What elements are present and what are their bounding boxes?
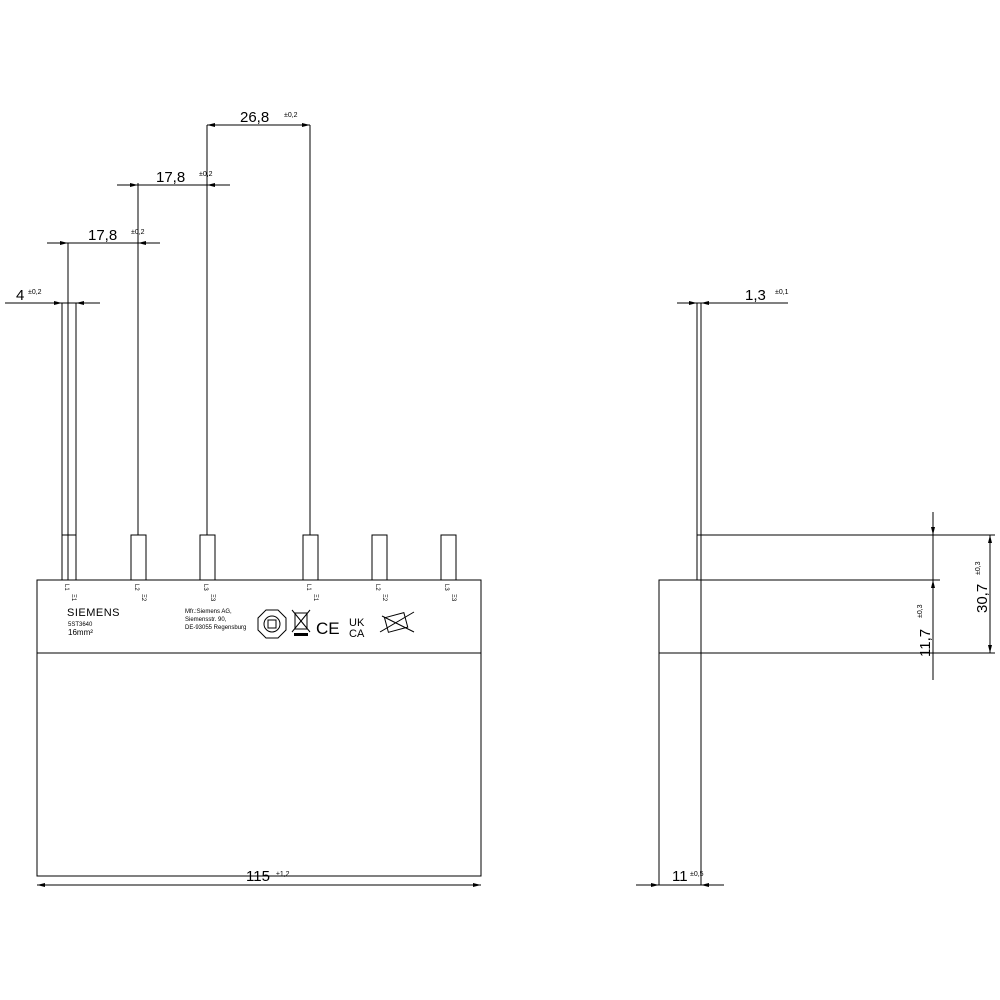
dim-pitch-2: 17,8 ±0,2 [117, 169, 230, 187]
dim-pin-thickness-value: 1,3 [745, 287, 766, 304]
dim-total-width: 115 ±1,2 [37, 868, 481, 887]
phase-code-2: Ξ2 [140, 594, 146, 602]
pin-5 [371, 534, 388, 581]
dim-pitch-1: 17,8 ±0,2 [47, 227, 160, 245]
dim-body-depth: 11 ±0,5 [636, 868, 724, 887]
phase-label-4: L1 [305, 584, 311, 591]
dim-body-depth-tol: ±0,5 [690, 871, 704, 878]
phase-label-3: L3 [202, 584, 208, 591]
manufacturer-line-3: DE-93055 Regensburg [185, 625, 246, 631]
dim-body-height-tol: ±0,3 [917, 604, 924, 618]
crossed-arrow-icon [379, 611, 415, 633]
phase-label-2: L2 [133, 584, 139, 591]
weee-crossed-bin-icon [291, 609, 311, 636]
dim-pin-width-tol: ±0,2 [28, 289, 42, 296]
phase-code-3: Ξ3 [209, 594, 215, 602]
side-view: 1,3 ±0,1 11,7 ±0,3 30,7 ±0,3 11 ±0,5 [636, 287, 995, 887]
pin-6 [440, 534, 457, 581]
dim-total-width-value: 115 [246, 868, 270, 885]
dim-pitch-3-tol: ±0,2 [284, 112, 298, 119]
dim-pitch-3: 26,8 ±0,2 [207, 109, 310, 127]
phase-markings: L1 Ξ1 L2 Ξ2 L3 Ξ3 L1 Ξ1 L2 Ξ2 L3 Ξ3 [63, 584, 456, 602]
dim-total-height-value: 30,7 [974, 584, 991, 613]
phase-code-6: Ξ3 [450, 594, 456, 602]
dim-total-width-tol: ±1,2 [276, 871, 290, 878]
dim-pin-thickness-tol: ±0,1 [775, 289, 789, 296]
dim-pitch-1-value: 17,8 [88, 227, 117, 244]
side-body [658, 579, 702, 654]
housing-body [36, 579, 482, 877]
dim-pitch-2-tol: ±0,2 [199, 171, 213, 178]
dim-pitch-3-value: 26,8 [240, 109, 269, 126]
pin-long-1 [61, 243, 77, 580]
article-number: 5ST3640 [68, 622, 93, 628]
dim-total-height: 30,7 ±0,3 [974, 535, 992, 653]
dim-body-height-value: 11,7 [917, 629, 934, 657]
phase-code-5: Ξ2 [381, 594, 387, 602]
ce-mark: CE [316, 619, 340, 638]
phase-code-1: Ξ1 [70, 594, 76, 602]
ukca-mark-top: UK [349, 617, 365, 629]
dim-pitch-1-tol: ±0,2 [131, 229, 145, 236]
ukca-mark-bottom: CA [349, 628, 365, 640]
brand-name: SIEMENS [67, 607, 120, 619]
dim-pin-thickness: 1,3 ±0,1 [677, 287, 789, 305]
manufacturer-line-2: Siemensstr. 90, [185, 617, 227, 623]
dim-pin-width: 4 ±0,2 [5, 287, 100, 305]
dim-body-height: 11,7 ±0,3 [917, 512, 935, 680]
product-label: SIEMENS 5ST3640 16mm² Mfr.:Siemens AG, S… [67, 607, 415, 640]
front-view: L1 Ξ1 L2 Ξ2 L3 Ξ3 L1 Ξ1 L2 Ξ2 L3 Ξ3 SIEM… [5, 109, 482, 887]
octagon-warning-icon [257, 609, 287, 639]
phase-label-1: L1 [63, 584, 69, 591]
dim-body-depth-value: 11 [672, 868, 688, 885]
dim-pin-width-value: 4 [16, 287, 24, 304]
pin-2 [130, 183, 147, 581]
phase-label-6: L3 [443, 584, 449, 591]
pin-4 [302, 125, 319, 581]
cross-section: 16mm² [68, 628, 93, 637]
dim-total-height-tol: ±0,3 [975, 561, 982, 575]
phase-label-5: L2 [374, 584, 380, 591]
phase-code-4: Ξ1 [312, 594, 318, 602]
pin-3 [199, 125, 216, 581]
dim-pitch-2-value: 17,8 [156, 169, 185, 186]
manufacturer-line-1: Mfr.:Siemens AG, [185, 609, 232, 615]
